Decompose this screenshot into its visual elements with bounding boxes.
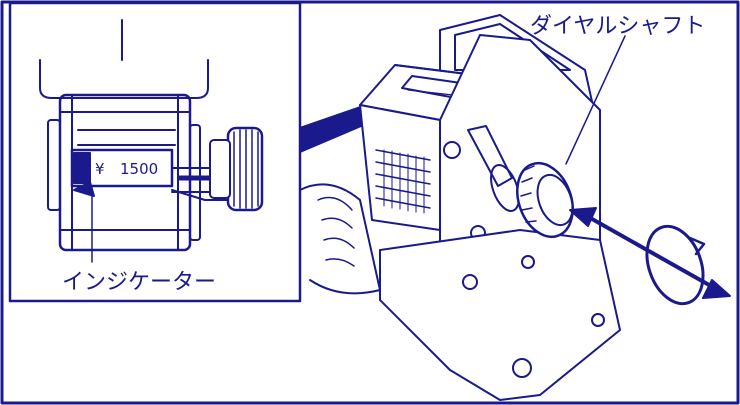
dial-shaft-label: ダイヤルシャフト: [530, 14, 706, 39]
inset-panel: [8, 1, 302, 303]
inset-knob: [209, 126, 264, 212]
machine-body: [299, 14, 621, 401]
dial-shaft-knob: [490, 161, 574, 239]
indicator-label: インジケーター: [62, 270, 217, 295]
counter-value: 1500: [120, 160, 158, 178]
rotation-arrow: [569, 207, 731, 306]
counter-currency: ¥: [95, 160, 105, 178]
